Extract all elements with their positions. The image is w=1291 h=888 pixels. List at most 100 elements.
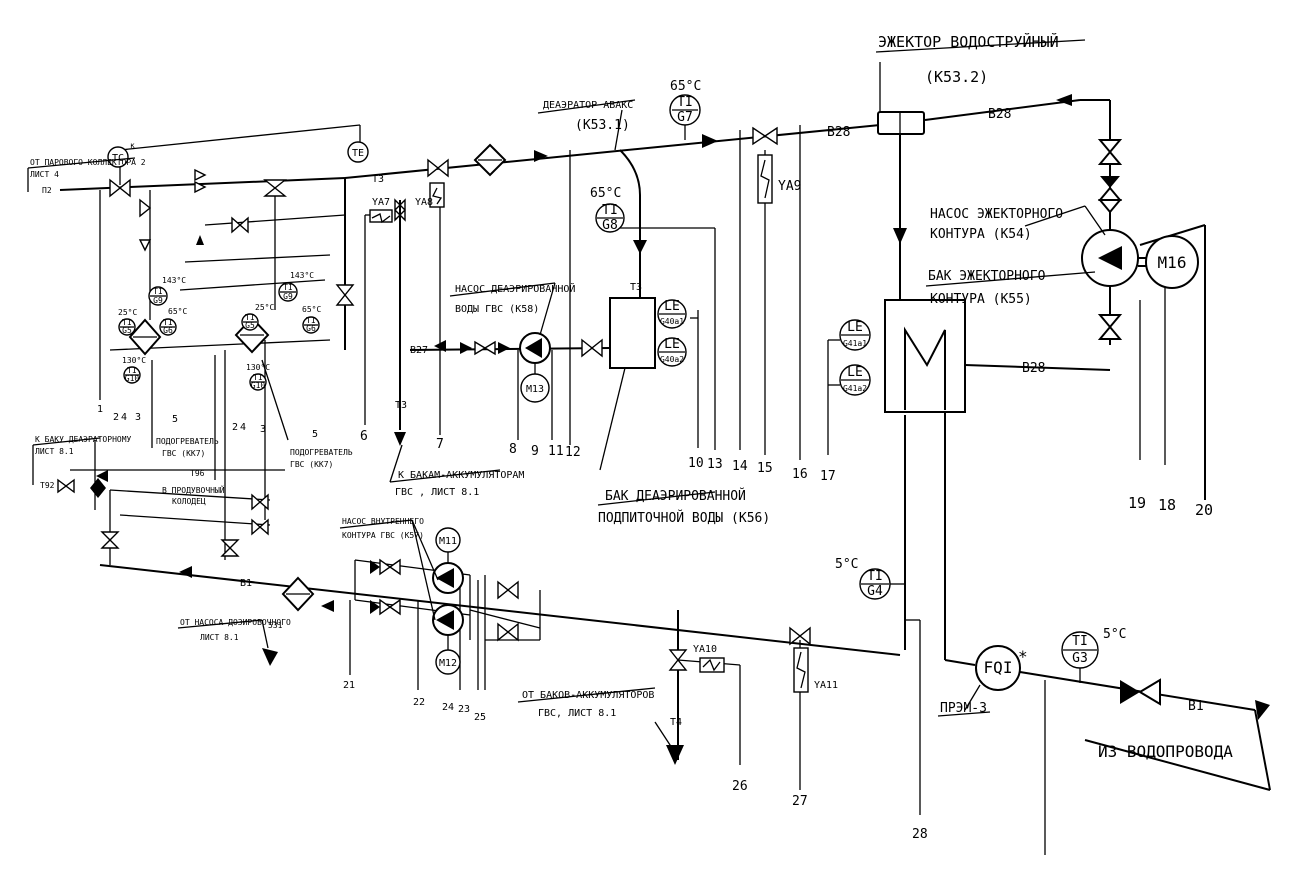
- bottom-filter: [90, 478, 315, 612]
- svg-text:2: 2: [113, 412, 119, 423]
- svg-text:23: 23: [458, 704, 470, 715]
- svg-text:LE: LE: [847, 365, 863, 380]
- instrument-ti-g8: TI G8: [595, 203, 625, 233]
- svg-text:В28: В28: [827, 125, 850, 140]
- svg-text:13: 13: [707, 457, 723, 472]
- valve-water-supply[interactable]: [1120, 678, 1161, 706]
- valve-b27[interactable]: [460, 340, 510, 356]
- svg-text:TI: TI: [127, 366, 137, 375]
- svg-text:27: 27: [792, 794, 808, 809]
- heater-2-title-1: ПОДОГРЕВАТЕЛЬ: [290, 448, 353, 457]
- svg-text:Т4: Т4: [670, 717, 682, 728]
- deaerated-tank-k56: [599, 297, 656, 471]
- svg-text:G9: G9: [153, 296, 163, 305]
- from-dosing-title-2: ЛИСТ 8.1: [200, 633, 239, 642]
- svg-text:11: 11: [548, 444, 564, 459]
- svg-text:130°C: 130°C: [246, 363, 270, 372]
- valve-tank-inlet[interactable]: [581, 338, 603, 358]
- motor-m13-label: M13: [526, 384, 544, 395]
- svg-text:TE: TE: [352, 148, 364, 159]
- svg-text:*: *: [1018, 647, 1028, 666]
- valve-bottom-loop-1[interactable]: [497, 580, 519, 642]
- svg-text:YA10: YA10: [693, 644, 717, 655]
- svg-text:YA8: YA8: [415, 197, 433, 208]
- ejector-pump-k54[interactable]: [1081, 229, 1148, 287]
- svg-text:65°C: 65°C: [168, 307, 187, 316]
- deaerated-pump-k58[interactable]: M13: [519, 332, 551, 403]
- solenoids: [369, 154, 809, 693]
- temperatures: 65°C 65°C 5°C 5°C 143°C 25°C 65°C 130°C …: [118, 79, 1126, 642]
- svg-text:6: 6: [360, 429, 368, 444]
- svg-text:22: 22: [413, 697, 425, 708]
- svg-text:12: 12: [565, 445, 581, 460]
- valve-pump-inlets[interactable]: [370, 558, 401, 616]
- water-supply-title: ИЗ ВОДОПРОВОДА: [1098, 742, 1233, 761]
- svg-text:G41a2: G41a2: [843, 384, 867, 393]
- svg-text:3: 3: [260, 424, 266, 435]
- svg-text:G10: G10: [125, 374, 140, 383]
- motor-m12-label: M12: [439, 658, 457, 669]
- svg-text:Т96: Т96: [190, 469, 205, 478]
- deaerated-tank-title-2: ПОДПИТОЧНОЙ ВОДЫ (К56): [598, 510, 770, 526]
- svg-text:143°C: 143°C: [162, 276, 186, 285]
- valve-t4[interactable]: [668, 649, 688, 671]
- svg-text:LE: LE: [664, 299, 680, 314]
- instrument-le-g40a1: LE G40a1: [657, 299, 687, 329]
- svg-text:5: 5: [172, 414, 178, 425]
- ejector-title: ЭЖЕКТОР ВОДОСТРУЙНЫЙ: [878, 32, 1059, 51]
- line-codes: В28 В28 В28 В27 В1 В1 Т3 Т3 Т3 Т4 Т96 Т9…: [40, 107, 1204, 728]
- instrument-tc: TC к: [107, 141, 135, 168]
- valve-ya11[interactable]: [789, 626, 811, 646]
- svg-text:4: 4: [240, 422, 246, 433]
- svg-text:к: к: [130, 141, 135, 150]
- svg-text:4: 4: [121, 412, 127, 423]
- valve-ya7[interactable]: [394, 198, 406, 222]
- svg-text:3: 3: [135, 412, 141, 423]
- svg-text:G4: G4: [867, 584, 883, 599]
- svg-text:65°C: 65°C: [302, 305, 321, 314]
- svg-text:G3: G3: [1072, 651, 1088, 666]
- svg-text:FQI: FQI: [984, 658, 1013, 677]
- svg-text:TI: TI: [677, 95, 693, 110]
- terminal-numbers: 1 2 4 3 5 2 4 3 5 6 7 8 9 11 12 10 13 14…: [97, 404, 1213, 842]
- svg-text:YA7: YA7: [372, 197, 390, 208]
- valves: [57, 126, 1161, 706]
- heater-2-instruments: TI G9 TI G5 TI G6 TI G10: [241, 282, 320, 391]
- to-tanks-title-2: ГВС , ЛИСТ 8.1: [395, 487, 479, 498]
- valve-pump-top[interactable]: [1097, 139, 1123, 214]
- svg-text:10: 10: [688, 456, 704, 471]
- inner-loop-pumps-k57[interactable]: M11 M12: [432, 527, 464, 675]
- ejector-pump-title-1: НАСОС ЭЖЕКТОРНОГО: [930, 207, 1063, 222]
- ejector-k53-2: [877, 111, 925, 135]
- valve-pump-bottom[interactable]: [1097, 314, 1123, 340]
- from-steam-title-2: ЛИСТ 4: [30, 170, 59, 179]
- svg-text:Т92: Т92: [40, 481, 55, 490]
- deaerator-code: (К53.1): [575, 118, 630, 133]
- valve-top-main[interactable]: [427, 158, 449, 178]
- svg-text:В27: В27: [410, 345, 428, 356]
- deaerated-pump-title-2: ВОДЫ ГВС (К58): [455, 304, 539, 315]
- valve-heater-left[interactable]: [57, 178, 355, 557]
- svg-text:26: 26: [732, 779, 748, 794]
- valve-ya9[interactable]: [752, 126, 778, 146]
- inner-pump-title-1: НАСОС ВНУТРЕННЕГО: [342, 517, 424, 526]
- svg-text:В28: В28: [1022, 361, 1045, 376]
- titles: ЭЖЕКТОР ВОДОСТРУЙНЫЙ (К53.2) ДЕАЭРАТОР А…: [27, 32, 1233, 761]
- signal-lines: [349, 125, 1166, 815]
- svg-text:G9: G9: [283, 292, 293, 301]
- flow-arrows: [96, 94, 1270, 765]
- svg-text:65°C: 65°C: [590, 186, 621, 201]
- svg-text:TI: TI: [122, 318, 132, 327]
- svg-text:TC: TC: [112, 153, 124, 164]
- instrument-le-g41a2: LE G41a2: [839, 364, 871, 396]
- svg-text:14: 14: [732, 459, 748, 474]
- instrument-le-g40a2: LE G40a2: [657, 337, 687, 367]
- svg-text:21: 21: [343, 680, 355, 691]
- ejector-tank-k55: [884, 299, 966, 413]
- heater-1-title-2: ГВС (КК7): [162, 449, 205, 458]
- heater-1-title-1: ПОДОГРЕВАТЕЛЬ: [156, 437, 219, 446]
- svg-text:TI: TI: [867, 569, 883, 584]
- svg-text:8: 8: [509, 442, 517, 457]
- svg-text:G40a2: G40a2: [660, 355, 684, 364]
- deaerator-title: ДЕАЭРАТОР АВАКС: [543, 100, 633, 111]
